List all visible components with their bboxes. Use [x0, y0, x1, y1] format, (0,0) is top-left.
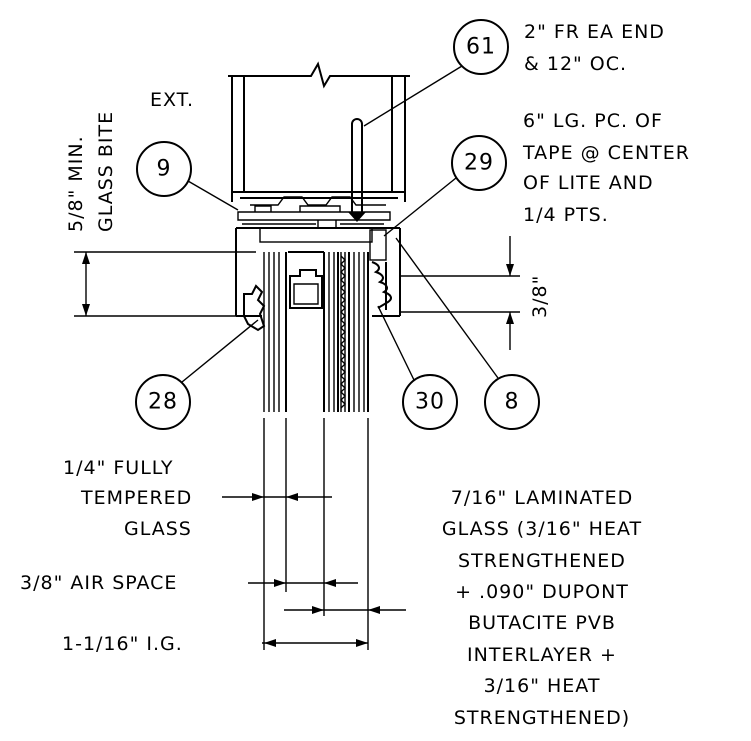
note-tape-line3: OF LITE AND: [523, 172, 654, 194]
lam-line3: STRENGTHENED: [458, 550, 626, 572]
lam-line8: STRENGTHENED): [454, 707, 630, 729]
callout-9-number: 9: [157, 157, 172, 182]
lam-line5: BUTACITE PVB: [468, 612, 616, 634]
callout-30-number: 30: [415, 390, 445, 415]
lam-line1: 7/16" LAMINATED: [451, 487, 633, 509]
note-tape-line4: 1/4 PTS.: [523, 204, 609, 226]
dimension-glass-bite: [74, 251, 256, 317]
laminated-glass-note: 7/16" LAMINATED GLASS (3/16" HEAT STRENG…: [442, 487, 642, 729]
label-ig: 1-1/16" I.G.: [62, 633, 183, 655]
dimension-tempered: [222, 493, 332, 501]
callout-8-number: 8: [505, 390, 520, 415]
lam-line6: INTERLAYER +: [467, 644, 617, 666]
label-3-8: 3/8": [529, 275, 551, 318]
note-fastener-line1: 2" FR EA END: [524, 21, 665, 43]
dimension-3-8: 3/8": [400, 236, 551, 350]
label-tempered-line1: 1/4" FULLY: [63, 457, 173, 479]
glass-extension-lines: [263, 418, 369, 650]
label-air-space: 3/8" AIR SPACE: [20, 572, 177, 594]
callout-29: 29: [383, 135, 507, 237]
callout-8: 8: [395, 237, 540, 430]
interior-gasket: [371, 261, 392, 310]
fastener-pin: [348, 118, 366, 222]
glass-unit: [263, 251, 369, 412]
lam-line4: + .090" DUPONT: [455, 581, 629, 603]
callout-61-number: 61: [466, 35, 496, 60]
callout-28: 28: [135, 319, 259, 430]
dimension-laminated: [284, 606, 406, 614]
note-fastener-line2: & 12" OC.: [524, 53, 627, 75]
exterior-gasket: [243, 284, 266, 332]
label-bite-line1: 5/8" MIN.: [65, 135, 87, 232]
callout-29-number: 29: [464, 151, 494, 176]
label-exterior: EXT.: [150, 89, 194, 111]
lam-line7: 3/16" HEAT: [484, 675, 601, 697]
lam-line2: GLASS (3/16" HEAT: [442, 518, 642, 540]
dimension-ig: [262, 639, 368, 647]
note-tape-line1: 6" LG. PC. OF: [523, 110, 663, 132]
label-tempered-line2: TEMPERED: [80, 487, 192, 509]
callout-9: 9: [136, 141, 239, 211]
note-tape-line2: TAPE @ CENTER: [522, 142, 690, 164]
callout-28-number: 28: [148, 390, 178, 415]
callout-61: 61: [363, 19, 509, 127]
label-tempered-line3: GLASS: [124, 518, 192, 540]
label-bite-line2: GLASS BITE: [95, 111, 117, 232]
callout-30: 30: [377, 305, 458, 430]
dimension-air-space: [248, 579, 358, 587]
frame-profile: [228, 61, 410, 317]
